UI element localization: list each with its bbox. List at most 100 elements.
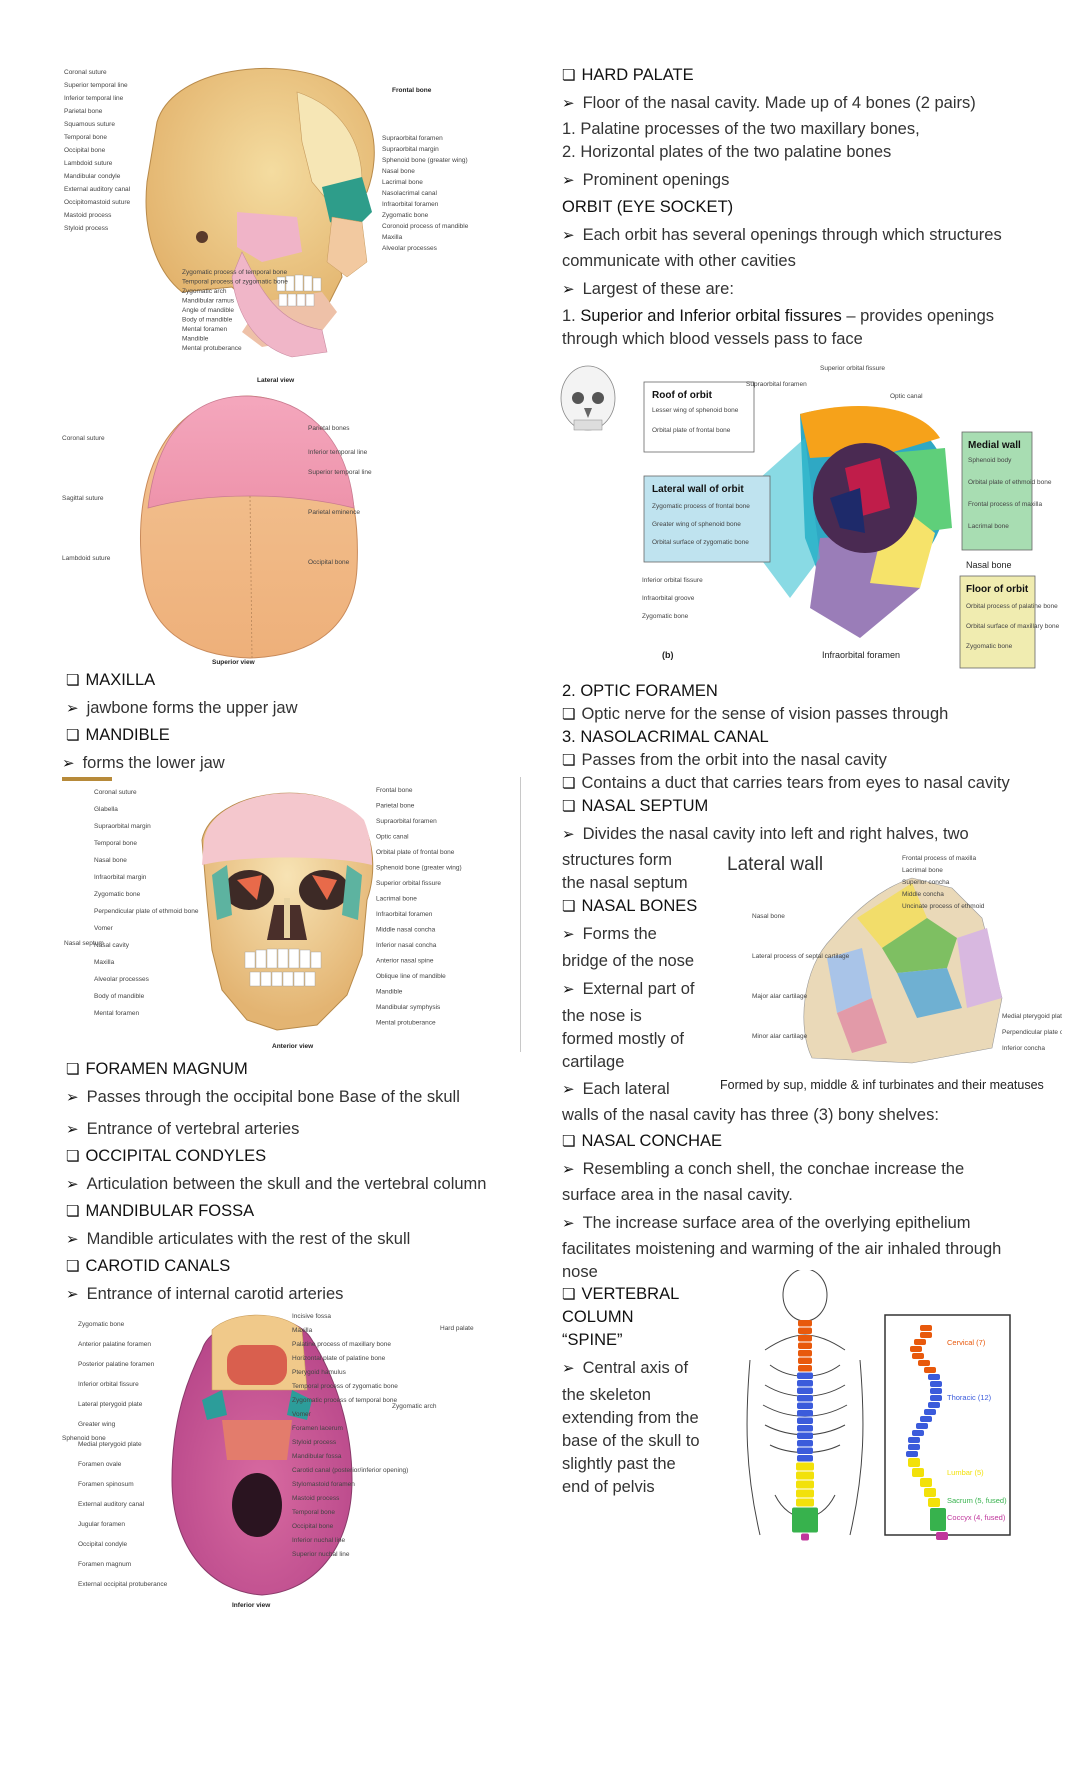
figure-label: Lambdoid suture bbox=[64, 160, 113, 167]
label-floor-of-orbit: Floor of orbit bbox=[966, 584, 1029, 595]
figure-label: Frontal bone bbox=[392, 87, 432, 94]
heading-carotid-canals: CAROTID CANALS bbox=[66, 1255, 230, 1278]
figure-label: Middle nasal concha bbox=[376, 927, 436, 934]
figure-label: Zygomatic process of frontal bone bbox=[652, 503, 750, 510]
figure-label: Horizontal plate of palatine bone bbox=[292, 1355, 386, 1362]
figure-label: Orbital surface of maxillary bone bbox=[966, 623, 1060, 630]
figure-label: Foramen ovale bbox=[78, 1461, 122, 1468]
figure-label: Occipital bone bbox=[308, 559, 350, 566]
figure-label: Mental foramen bbox=[182, 326, 228, 333]
label-zygomatic-arch: Zygomatic arch bbox=[392, 1403, 437, 1410]
figure-label: Zygomatic bone bbox=[94, 891, 141, 898]
figure-label: Mandible bbox=[182, 336, 209, 343]
spine-label: Coccyx (4, fused) bbox=[947, 1513, 1006, 1522]
figure-label: Optic canal bbox=[890, 393, 923, 400]
figure-label: Carotid canal (posterior/inferior openin… bbox=[292, 1467, 408, 1474]
bullet-hard-palate-1: Floor of the nasal cavity. Made up of 4 … bbox=[562, 92, 976, 115]
vertebra bbox=[924, 1488, 936, 1497]
bullet-vc: Central axis of bbox=[562, 1357, 688, 1380]
figure-spine: Cervical (7)Thoracic (12)Lumbar (5)Sacru… bbox=[746, 1270, 1011, 1541]
vertebra bbox=[797, 1410, 813, 1417]
orbital-fissures-desc: – provides openings bbox=[841, 307, 995, 325]
vertebra bbox=[930, 1381, 942, 1387]
bullet-concha-2: The increase surface area of the overlyi… bbox=[562, 1212, 971, 1235]
figure-label: Perpendicular plate of palatine bone bbox=[1002, 1029, 1062, 1036]
bullet-vc-cont-1: the skeleton bbox=[562, 1386, 651, 1404]
figure-caption: Superior view bbox=[212, 659, 256, 666]
figure-label: Zygomatic bone bbox=[966, 643, 1013, 650]
bullet-maxilla: jawbone forms the upper jaw bbox=[66, 697, 298, 720]
figure-label: Supraorbital foramen bbox=[382, 135, 443, 142]
vertebra bbox=[908, 1458, 920, 1467]
figure-label: Zygomatic process of temporal bone bbox=[182, 269, 288, 276]
label-sphenoid-bone: Sphenoid bone bbox=[62, 1435, 106, 1442]
spine-label: Lumbar (5) bbox=[947, 1468, 984, 1477]
vertebra bbox=[920, 1332, 932, 1338]
heading-orbit: ORBIT (EYE SOCKET) bbox=[562, 198, 734, 216]
bullet-naso-2: Contains a duct that carries tears from … bbox=[562, 772, 1009, 795]
bullet-vc-cont-3: base of the skull to bbox=[562, 1432, 700, 1450]
figure-label: Occipital bone bbox=[292, 1523, 334, 1530]
figure-orbit: Roof of orbit Lesser wing of sphenoid bo… bbox=[560, 365, 1060, 669]
figure-label: Body of mandible bbox=[94, 993, 145, 1000]
figure-label: Squamous suture bbox=[64, 121, 115, 128]
figure-label: Mandibular fossa bbox=[292, 1453, 342, 1460]
label-medial-wall: Medial wall bbox=[968, 440, 1021, 451]
vertebra bbox=[930, 1388, 942, 1394]
figure-label: Supraorbital foramen bbox=[376, 818, 437, 825]
figure-label: Styloid process bbox=[292, 1439, 337, 1446]
figure-label: Coronal suture bbox=[62, 435, 105, 442]
figure-label: Vomer bbox=[292, 1411, 312, 1418]
figure-label: Inferior orbital fissure bbox=[78, 1381, 139, 1388]
figure-label: Superior concha bbox=[902, 879, 950, 886]
mini-skull-icon bbox=[560, 365, 616, 431]
figure-label: Lacrimal bone bbox=[382, 179, 423, 186]
bullet-concha-1: Resembling a conch shell, the conchae in… bbox=[562, 1158, 965, 1181]
bullet-nb-3-cont: walls of the nasal cavity has three (3) … bbox=[562, 1106, 939, 1124]
heading-foramen-magnum: FORAMEN MAGNUM bbox=[66, 1058, 247, 1081]
figure-label: Optic canal bbox=[376, 834, 409, 841]
figure-label: Mastoid process bbox=[64, 212, 112, 219]
bullet-orbit-1-cont: communicate with other cavities bbox=[562, 252, 796, 270]
figure-label: Sphenoid bone (greater wing) bbox=[376, 865, 462, 872]
figure-label: Orbital plate of frontal bone bbox=[652, 427, 731, 434]
figure-label: Inferior nasal concha bbox=[376, 942, 437, 949]
figure-label: Jugular foramen bbox=[78, 1521, 125, 1528]
bullet-condyles: Articulation between the skull and the v… bbox=[66, 1173, 487, 1196]
figure-label: Body of mandible bbox=[182, 317, 233, 324]
septum-cont-1: structures form bbox=[562, 851, 673, 869]
vertebra bbox=[920, 1416, 932, 1422]
heading-maxilla: MAXILLA bbox=[66, 669, 155, 692]
vertebra bbox=[797, 1425, 813, 1432]
figure-label: Mastoid process bbox=[292, 1495, 340, 1502]
figure-label: Infraorbital groove bbox=[642, 595, 695, 602]
list-item-orbital-fissures-cont: through which blood vessels pass to face bbox=[562, 330, 863, 348]
figure-label: Temporal bone bbox=[94, 840, 137, 847]
heading-nasal-septum: NASAL SEPTUM bbox=[562, 795, 708, 818]
vertebra bbox=[797, 1417, 813, 1424]
vertebra bbox=[914, 1339, 926, 1345]
vertebra bbox=[797, 1455, 813, 1462]
vertebra bbox=[920, 1478, 932, 1487]
figure-label: Foramen magnum bbox=[78, 1561, 131, 1568]
figure-label: Minor alar cartilage bbox=[752, 1033, 808, 1040]
vertebra bbox=[797, 1380, 813, 1387]
figure-label: Alveolar processes bbox=[382, 245, 438, 252]
list-item-palatine-processes: 1. Palatine processes of the two maxilla… bbox=[562, 120, 920, 138]
figure-label: Occipital condyle bbox=[78, 1541, 128, 1548]
label-hard-palate: Hard palate bbox=[440, 1325, 474, 1332]
vertebra bbox=[918, 1360, 930, 1366]
vertebra bbox=[936, 1532, 948, 1540]
figure-label: Infraorbital foramen bbox=[382, 201, 439, 208]
vertebra bbox=[801, 1533, 809, 1541]
figure-label: Supraorbital foramen bbox=[746, 381, 807, 388]
bullet-fossa: Mandible articulates with the rest of th… bbox=[66, 1228, 411, 1251]
heading-vertebral-column-2: COLUMN bbox=[562, 1308, 634, 1326]
figure-label: Coronoid process of mandible bbox=[382, 223, 469, 230]
figure-label: Occipitomastoid suture bbox=[64, 199, 130, 206]
figure-label: Frontal process of maxilla bbox=[968, 501, 1042, 508]
figure-label: Parietal bone bbox=[376, 803, 415, 810]
bullet-concha-2-cont-2: nose bbox=[562, 1263, 598, 1281]
